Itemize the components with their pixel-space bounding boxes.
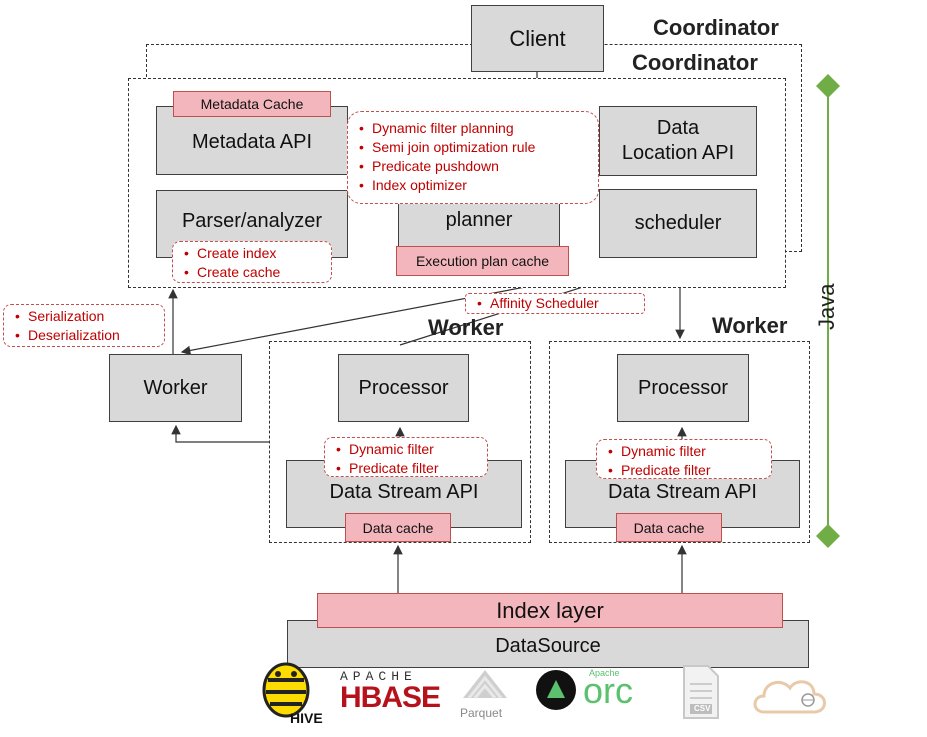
csv-logo: CSV <box>676 664 724 720</box>
parquet-logo: Parquet <box>455 664 515 722</box>
csv-file-icon <box>683 665 719 719</box>
note-dynamic-filter-planning: Dynamic filter planning <box>359 119 592 138</box>
serialization-notes: Serialization Deserialization <box>3 304 165 347</box>
note-semi-join: Semi join optimization rule <box>359 138 592 157</box>
processor-box-mid: Processor <box>338 354 469 422</box>
scheduler-box: scheduler <box>599 189 757 258</box>
parquet-icon <box>463 670 507 699</box>
metadata-cache: Metadata Cache <box>173 91 331 117</box>
hbase-apache-text: APACHE <box>340 669 417 684</box>
data-location-line-1: Data <box>656 117 700 139</box>
filter-notes-mid: Dynamic filter Predicate filter <box>324 437 488 478</box>
csv-text: CSV <box>694 704 711 713</box>
hive-text: HIVE <box>290 710 323 726</box>
worker-heading-mid: Worker <box>428 315 504 340</box>
index-layer: Index layer <box>317 593 783 628</box>
coordinator-heading-outer: Coordinator <box>653 15 779 40</box>
hive-logo: HIVE <box>248 658 324 732</box>
note-serialization: Serialization <box>15 307 158 326</box>
note-affinity-scheduler: Affinity Scheduler <box>477 294 638 313</box>
hive-bee-icon <box>262 662 310 718</box>
data-location-api-box: Data Location API <box>599 106 757 176</box>
orc-logo: Apache orc <box>533 666 645 716</box>
note-dynamic-filter-mid: Dynamic filter <box>336 440 481 459</box>
filter-notes-right: Dynamic filter Predicate filter <box>596 439 772 480</box>
worker-region-right <box>549 341 810 543</box>
worker-mid-to-worker-arrow <box>171 424 270 443</box>
orc-icon <box>536 670 576 710</box>
cloud-logo <box>750 670 832 718</box>
orc-text: orc <box>583 670 634 711</box>
affinity-scheduler-note: Affinity Scheduler <box>465 293 645 314</box>
execution-plan-cache: Execution plan cache <box>396 246 569 276</box>
note-deserialization: Deserialization <box>15 326 158 345</box>
note-predicate-filter-right: Predicate filter <box>608 461 765 480</box>
note-dynamic-filter-right: Dynamic filter <box>608 442 765 461</box>
metadata-api-box: Metadata API <box>156 106 348 175</box>
worker-region-mid <box>269 341 531 543</box>
java-label: Java <box>814 283 839 330</box>
orc-apache-text: Apache <box>589 668 620 678</box>
parquet-text: Parquet <box>460 706 503 720</box>
client-box: Client <box>471 5 604 72</box>
note-create-cache: Create cache <box>184 263 325 282</box>
hbase-logo: APACHE HBASE <box>340 670 442 716</box>
note-predicate-pushdown: Predicate pushdown <box>359 157 592 176</box>
note-predicate-filter-mid: Predicate filter <box>336 459 481 478</box>
coordinator-heading: Coordinator <box>632 50 758 75</box>
hbase-text: HBASE <box>340 681 441 714</box>
data-cache-right: Data cache <box>616 513 722 542</box>
cloud-globe-icon <box>753 680 826 714</box>
worker-box: Worker <box>109 354 242 422</box>
data-location-line-2: Location API <box>621 142 735 164</box>
processor-box-right: Processor <box>617 354 749 422</box>
note-create-index: Create index <box>184 244 325 263</box>
note-index-optimizer: Index optimizer <box>359 176 592 195</box>
planner-notes: Dynamic filter planning Semi join optimi… <box>347 111 599 204</box>
data-cache-mid: Data cache <box>345 513 451 542</box>
worker-heading-right: Worker <box>712 313 788 338</box>
parser-notes: Create index Create cache <box>172 241 332 283</box>
